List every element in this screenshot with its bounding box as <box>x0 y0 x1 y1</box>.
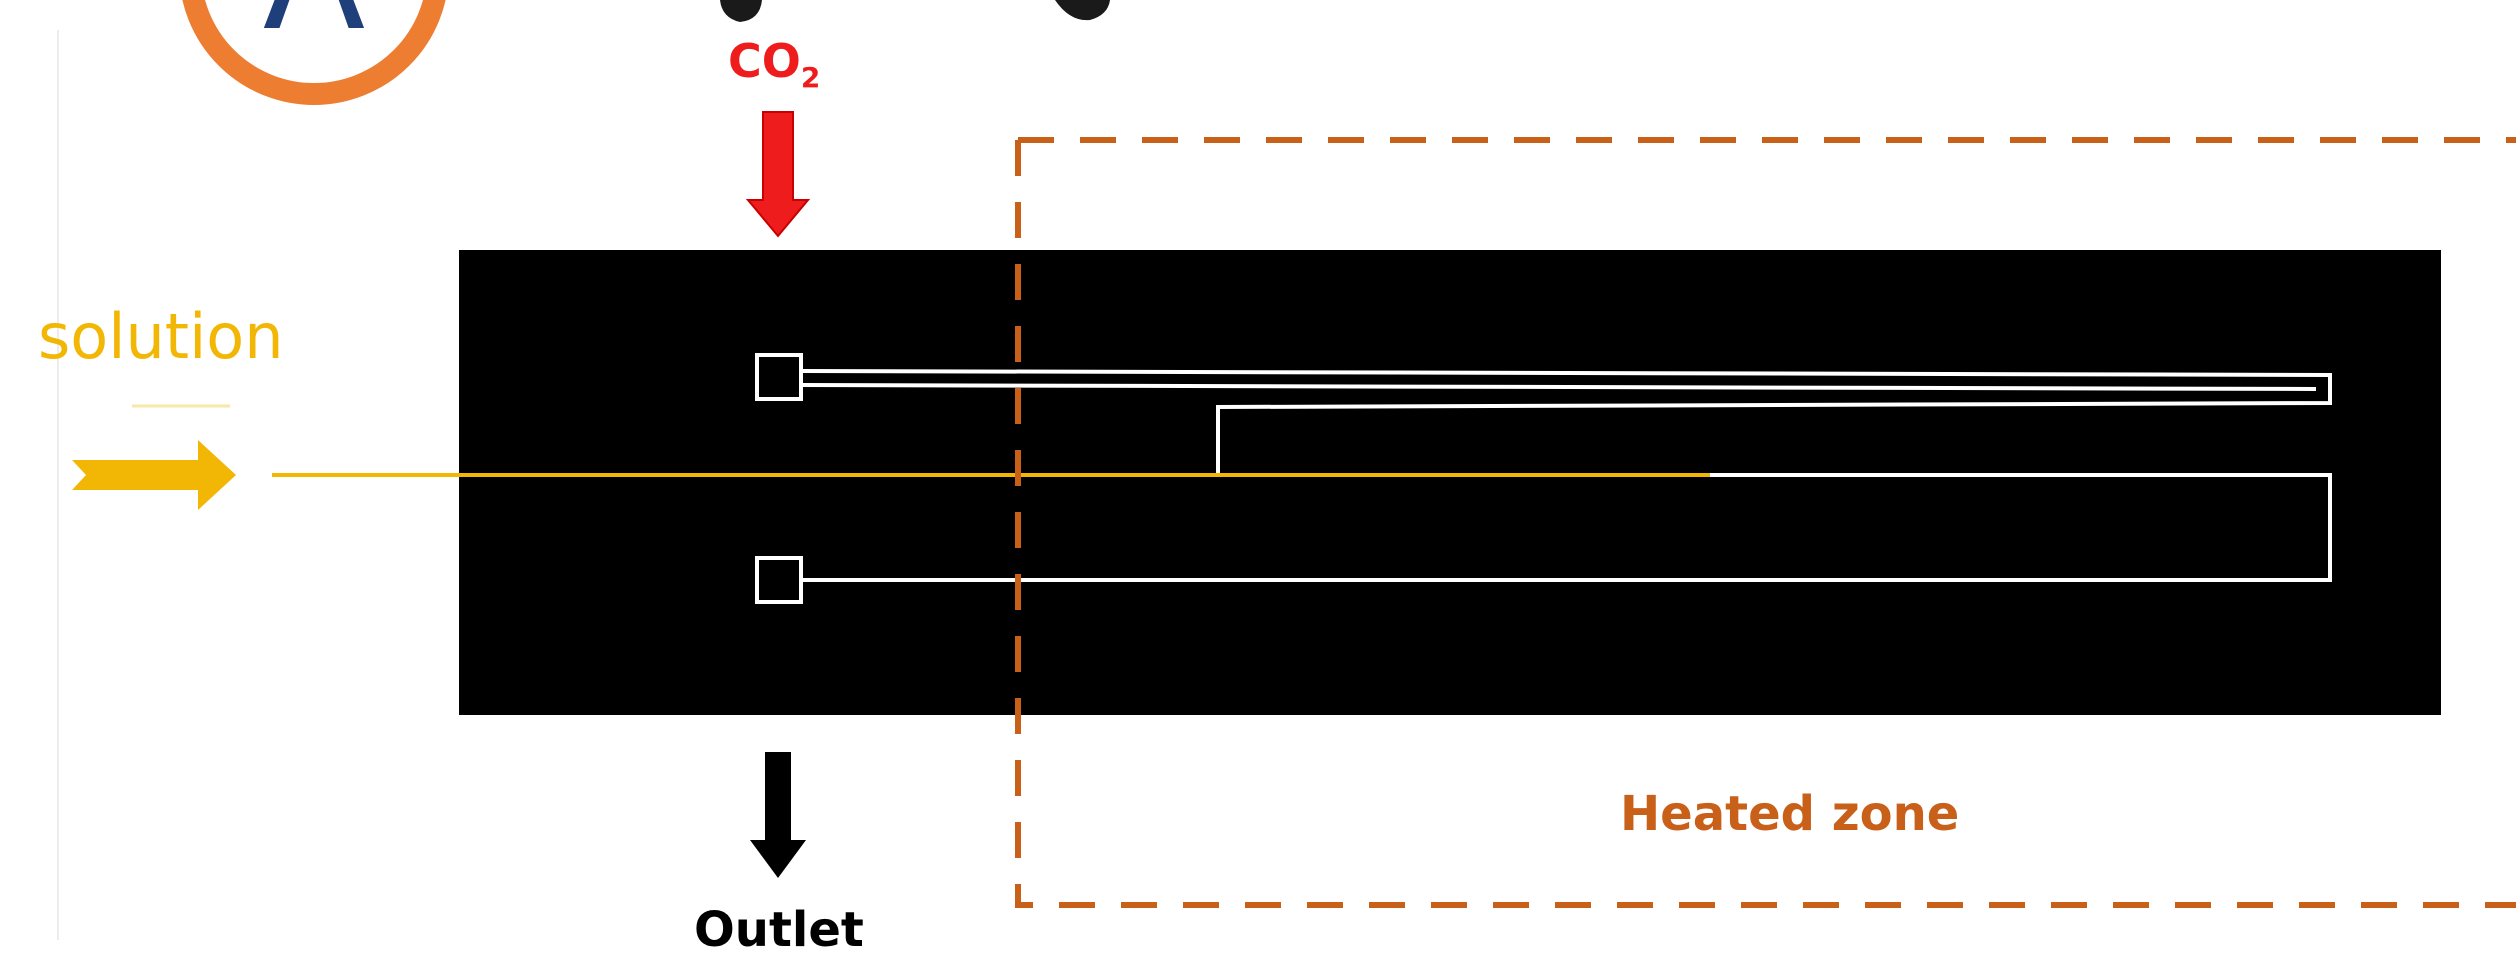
upper-channel <box>800 369 2332 475</box>
chip-body <box>459 250 2441 715</box>
co2-label-subscript: 2 <box>800 61 821 94</box>
badge-letter: A <box>263 0 366 64</box>
cropped-title-fragment <box>720 0 1110 22</box>
heated-zone-border <box>1015 137 2516 908</box>
outlet-label: Outlet <box>694 902 864 958</box>
co2-label-main: CO <box>728 34 801 88</box>
badge-ring <box>182 0 446 105</box>
solution-label: solution <box>38 300 284 373</box>
solution-arrow-icon <box>72 440 236 510</box>
inlet-port <box>755 353 803 401</box>
co2-label: CO2 <box>728 34 820 94</box>
outlet-arrow-icon <box>750 752 806 878</box>
upper-channel-inner <box>800 383 2317 391</box>
panel-badge: A <box>182 0 446 105</box>
co2-arrow-icon <box>745 111 811 238</box>
heated-zone-label: Heated zone <box>1620 786 1960 842</box>
